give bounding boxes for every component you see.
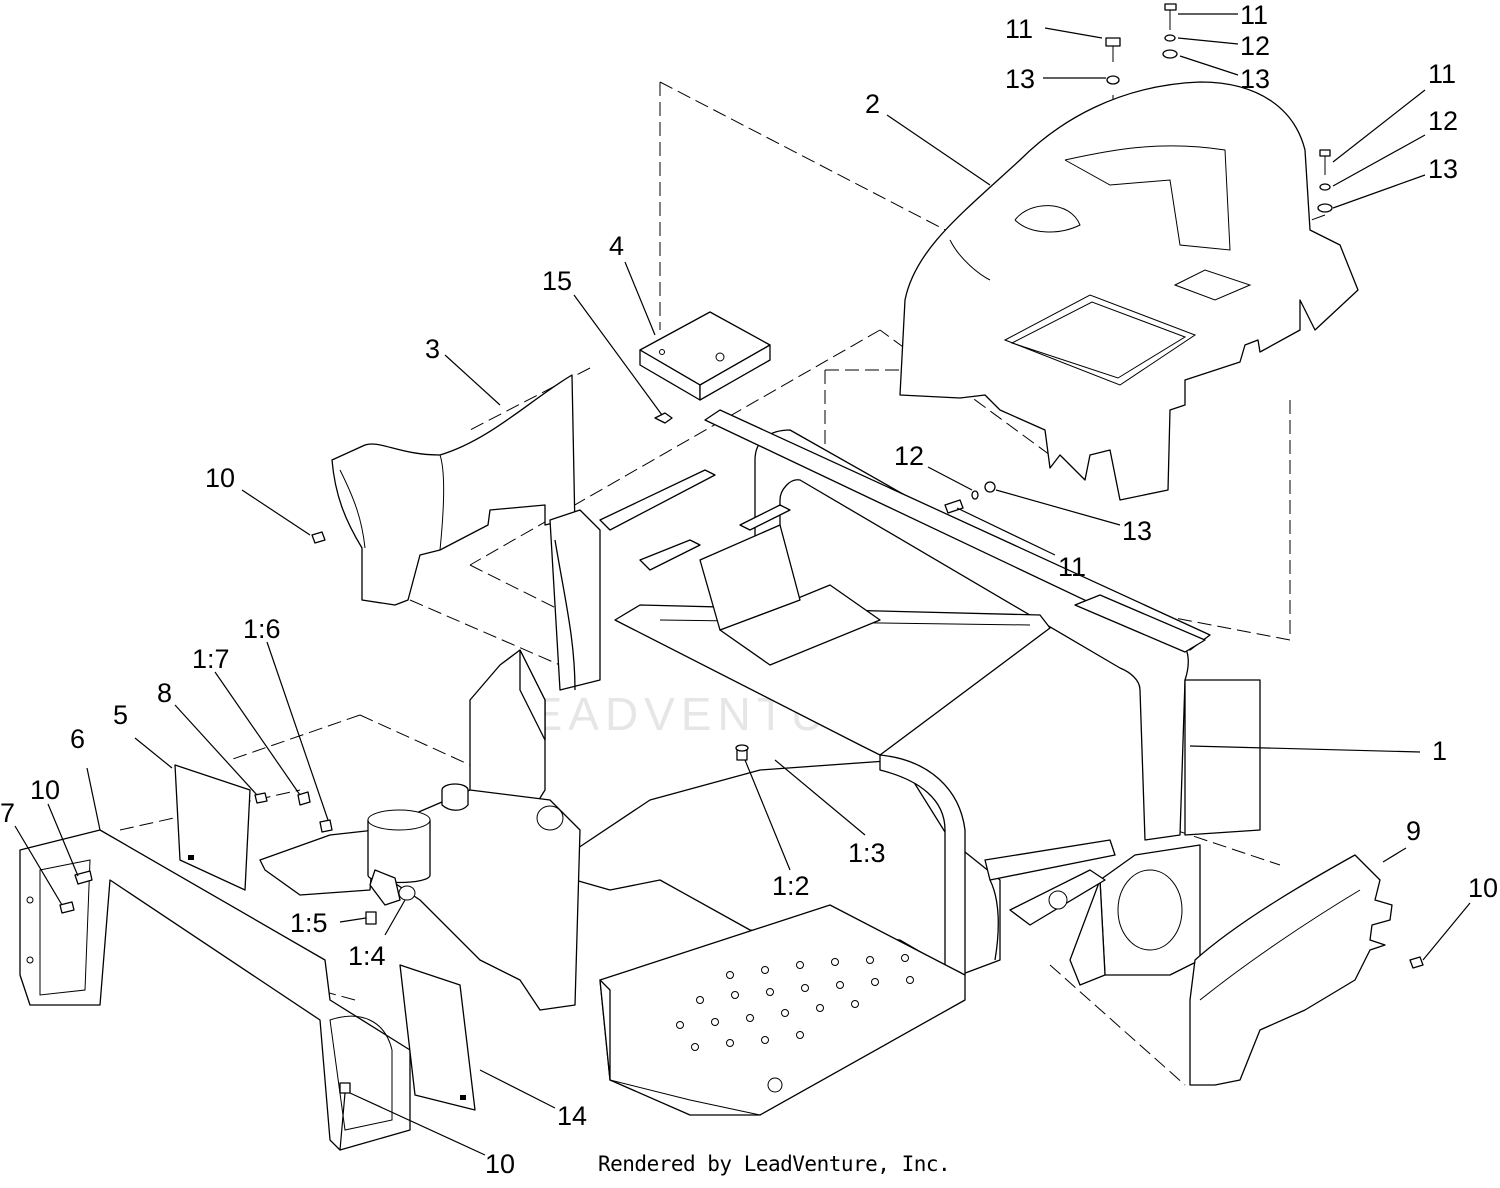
credit-text: Rendered by LeadVenture, Inc. [598, 1152, 951, 1176]
cover-plate-5 [174, 764, 251, 891]
callout-1: 1 [1432, 736, 1447, 766]
right-side-panel [1189, 854, 1393, 1086]
callout-13: 13 [1122, 516, 1152, 546]
callout-10: 10 [485, 1149, 515, 1179]
callout-14: 14 [557, 1101, 587, 1131]
callout-10: 10 [205, 463, 235, 493]
callout-12: 12 [1428, 106, 1458, 136]
callout-1-3: 1:3 [848, 838, 886, 868]
callout-1-2: 1:2 [772, 871, 810, 901]
steering-column [259, 783, 564, 906]
main-frame [359, 409, 1261, 1116]
callout-10: 10 [1468, 873, 1498, 903]
callout-5: 5 [113, 700, 128, 730]
callout-3: 3 [425, 334, 440, 364]
callout-13: 13 [1240, 64, 1270, 94]
callout-11: 11 [1428, 59, 1456, 89]
callout-11: 11 [1005, 14, 1033, 44]
callout-13: 13 [1428, 154, 1458, 184]
callout-1-5: 1:5 [290, 908, 328, 938]
rear-hood [899, 81, 1359, 501]
callout-9: 9 [1406, 816, 1421, 846]
callout-2: 2 [865, 89, 880, 119]
mount-plate [639, 311, 771, 401]
callout-12: 12 [1240, 31, 1270, 61]
callout-13: 13 [1005, 64, 1035, 94]
callout-12: 12 [894, 441, 924, 471]
callout-1-4: 1:4 [348, 941, 386, 971]
footrest-holes [676, 954, 914, 1093]
callout-4: 4 [609, 231, 624, 261]
callout-11: 11 [1058, 552, 1086, 582]
cover-plate-14 [399, 964, 476, 1111]
left-side-panel [331, 374, 576, 606]
nut [654, 412, 673, 424]
callout-1-6: 1:6 [243, 614, 281, 644]
hardware [59, 3, 1424, 1094]
callout-10: 10 [30, 775, 60, 805]
callout-15: 15 [542, 266, 572, 296]
callout-11: 11 [1240, 0, 1268, 30]
leader-lines [14, 13, 1471, 1156]
callout-1-7: 1:7 [192, 644, 230, 674]
callout-7: 7 [0, 798, 15, 828]
callout-8: 8 [157, 678, 172, 708]
callout-6: 6 [70, 724, 85, 754]
